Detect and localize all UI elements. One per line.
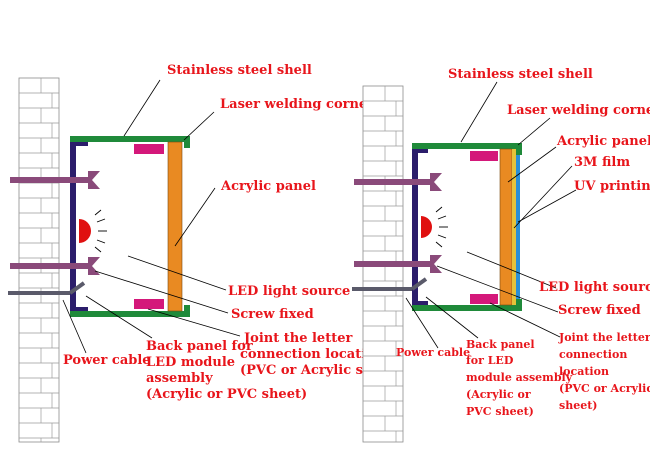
right-label-back-panel-line-3: module assembly [466,371,573,384]
left-led-module-bottom [134,299,164,309]
right-shell-bottom [412,305,522,311]
left-screw-bottom [10,257,100,275]
left-shell-top [70,136,190,142]
left-label-led-light-source: LED light source [228,284,350,299]
right-led-light-source [421,206,448,248]
right-led-module-top [470,151,498,161]
right-label-back-panel-line-2: for LED [466,354,514,367]
left-labels: Stainless steel shell Laser welding corn… [63,63,401,402]
left-power-cable [8,281,86,295]
left-label-back-panel-line-1: Back panel for [146,339,253,354]
left-acrylic-panel [167,141,183,312]
right-shell-top [412,143,522,149]
right-acrylic-panel [499,148,513,306]
left-label-back-panel-line-3: assembly [146,371,213,386]
left-label-screw-fixed: Screw fixed [231,307,314,322]
right-label-screw-fixed: Screw fixed [558,303,641,318]
right-label-joint-line-4: (PVC or Acrylic [559,382,650,395]
right-diagram: Stainless steel shell Laser welding corn… [352,67,650,443]
right-label-back-panel-line-5: PVC sheet) [466,405,534,418]
left-led-module-top [134,144,164,154]
right-label-joint-line-2: connection [559,348,627,361]
left-shell-bottom [70,311,190,317]
right-label-power-cable: Power cable [396,346,470,359]
right-3m-film [512,149,516,305]
right-label-stainless-shell: Stainless steel shell [448,67,593,82]
right-led-module-bottom [470,294,498,304]
left-led-light-source [79,209,107,253]
left-label-stainless-shell: Stainless steel shell [167,63,312,78]
left-stainless-steel-shell [70,136,190,317]
left-leader-lines [62,79,241,354]
right-power-cable [352,277,428,291]
right-label-3m-film: 3M film [574,155,630,170]
left-label-joint-line-2: connection location [240,347,385,362]
left-shell-corner-bottom [184,305,190,317]
left-label-laser-welding: Laser welding corner [220,97,374,112]
left-brick-wall [18,77,60,443]
right-uv-printing [516,155,520,299]
left-label-acrylic-panel: Acrylic panel [220,179,316,194]
right-label-joint-line-5: sheet) [559,399,597,412]
left-label-back-panel-line-4: (Acrylic or PVC sheet) [146,387,307,402]
right-shell-corner-top [516,143,522,155]
left-back-panel [70,142,88,311]
right-label-joint-line-3: location [559,365,609,378]
left-screw-top [10,171,100,189]
right-label-led-light-source: LED light source [539,280,650,295]
left-label-power-cable: Power cable [63,353,151,368]
right-label-laser-welding: Laser welding corner [507,103,650,118]
right-screw-bottom [354,255,442,273]
right-label-back-panel-line-4: (Acrylic or [466,388,531,401]
left-label-joint-line-1: Joint the letter [243,331,352,346]
right-leader-lines [405,81,577,349]
right-labels: Stainless steel shell Laser welding corn… [396,67,650,418]
right-label-uv-printing: UV printing [574,179,650,194]
right-label-joint-line-1: Joint the letter [558,331,650,344]
left-label-back-panel-line-2: LED module [146,355,235,370]
left-diagram: Stainless steel shell Laser welding corn… [8,63,401,443]
left-label-joint-line-3: (PVC or Acrylic sheet) [240,363,401,378]
right-label-acrylic-panel: Acrylic panel [556,134,650,149]
left-shell-corner-top [184,136,190,148]
right-stainless-steel-shell [412,143,522,311]
right-screw-top [354,173,442,191]
right-back-panel [412,149,428,305]
right-shell-corner-bottom [516,299,522,311]
right-label-back-panel-line-1: Back panel [466,338,535,351]
